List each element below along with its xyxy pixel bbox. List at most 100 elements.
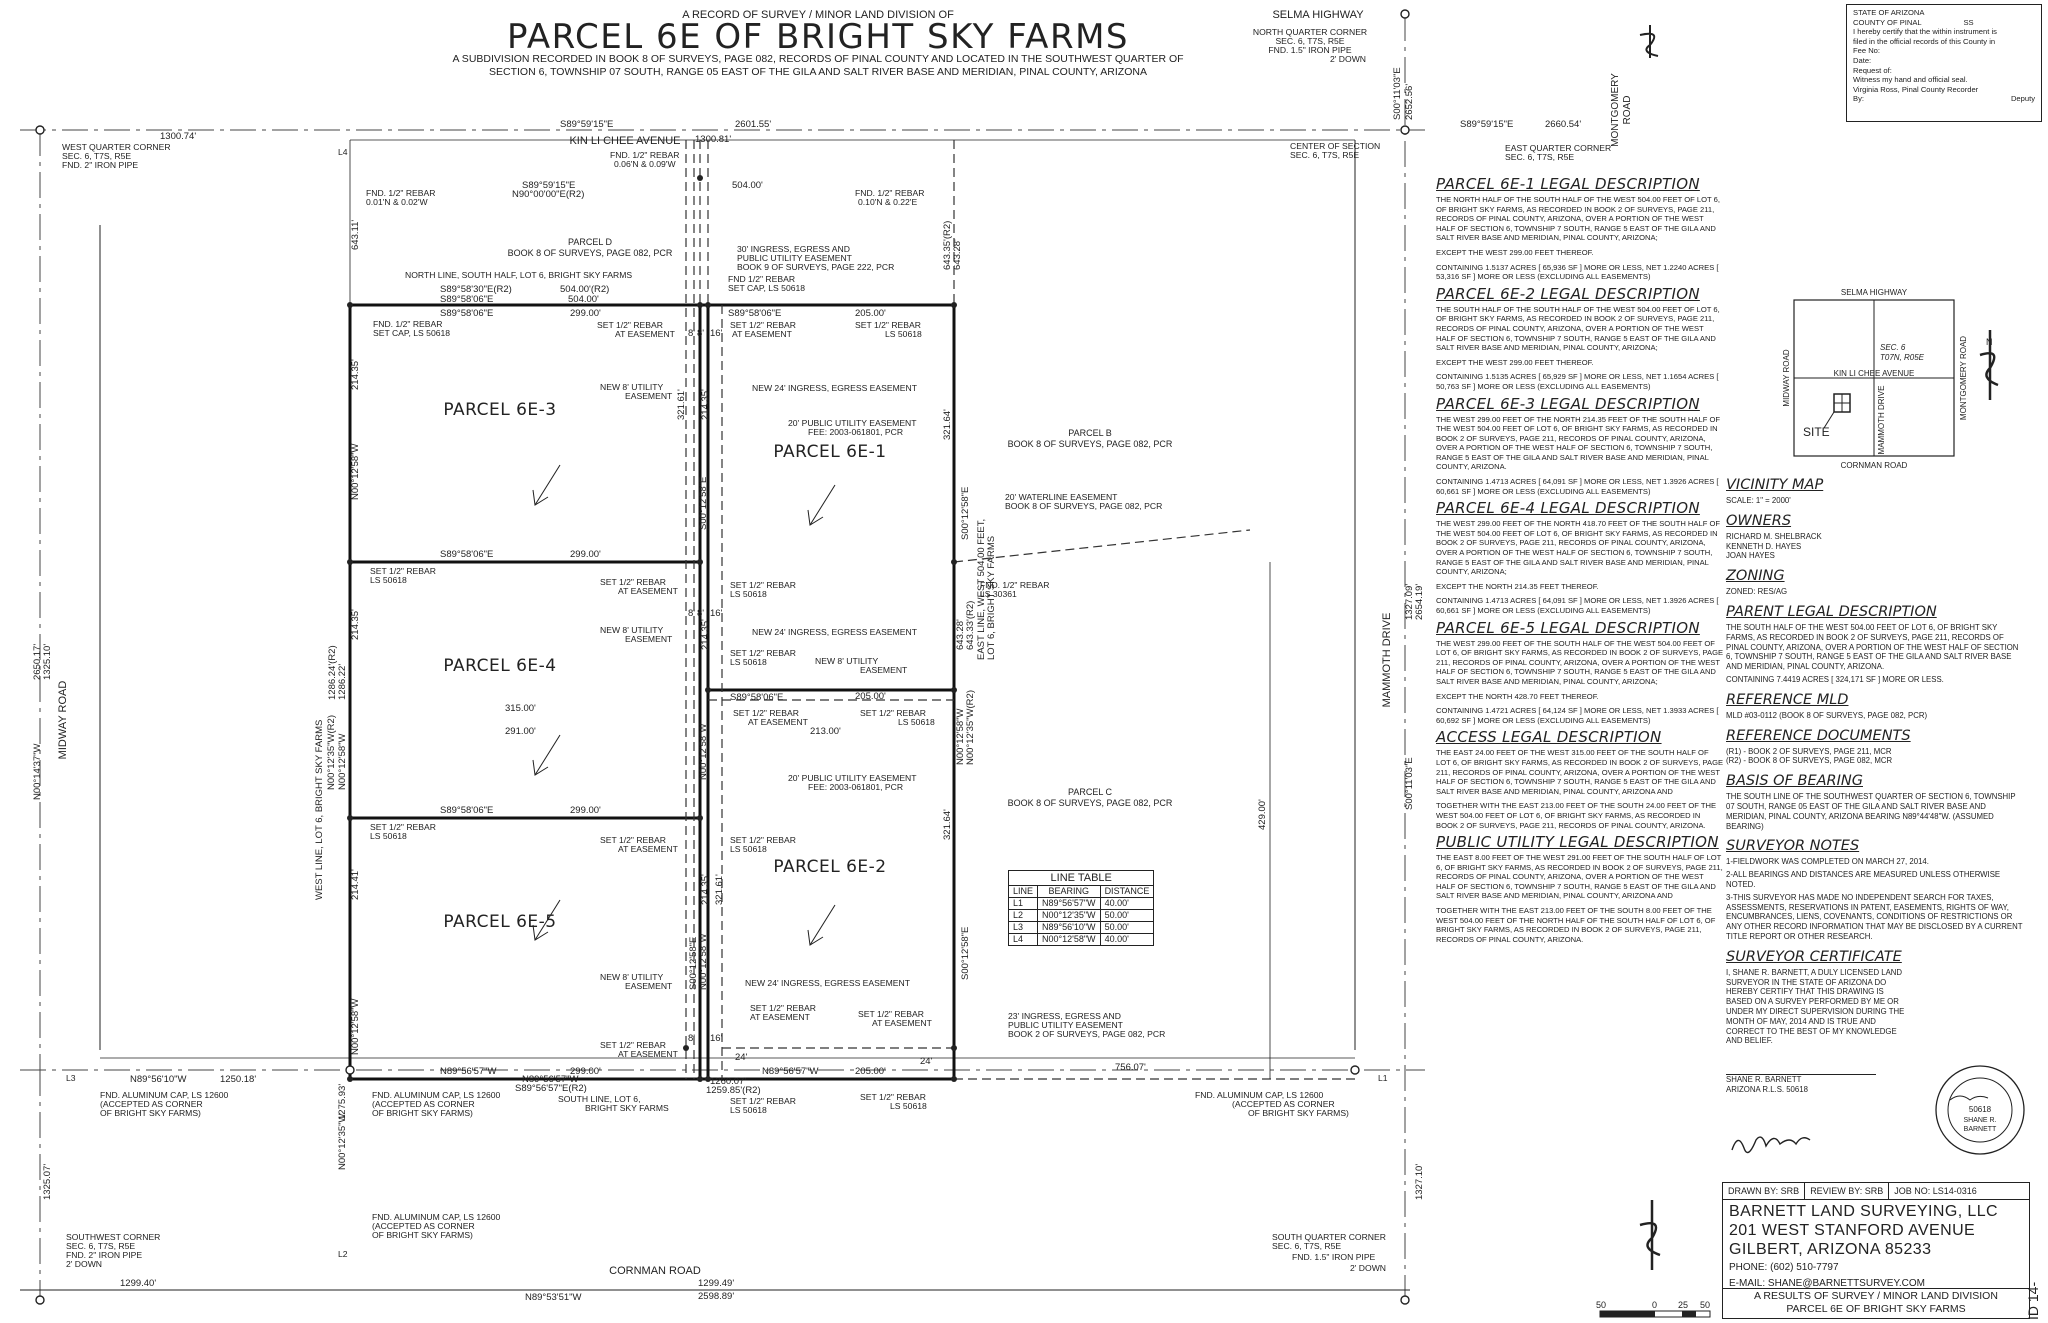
legal-paragraph: THE WEST 299.00 FEET OF THE NORTH 214.35… <box>1436 414 1720 472</box>
callout: SET 1/2" REBAR <box>733 708 799 718</box>
surveyor-note: 2-ALL BEARINGS AND DISTANCES ARE MEASURE… <box>1726 870 2001 889</box>
callout: L4 <box>338 147 348 157</box>
recorder-county: COUNTY OF PINAL <box>1853 17 1922 27</box>
dim: N00°12'58"W <box>955 708 966 765</box>
callout: SEC. 6, T7S, R5E <box>66 1241 135 1251</box>
reference-doc: (R1) - BOOK 2 OF SURVEYS, PAGE 211, MCR <box>1726 746 1892 756</box>
dim: S00°12'58"E <box>960 487 971 540</box>
dim: 1300.81' <box>695 134 731 145</box>
monuments <box>35 9 1410 1305</box>
dim: N89°56'10"W <box>130 1074 187 1085</box>
recorder-deputy: Deputy <box>2010 94 2035 104</box>
dim: 8' <box>688 328 695 339</box>
dim: 429.00' <box>1257 799 1268 830</box>
legal-heading: PUBLIC UTILITY LEGAL DESCRIPTION <box>1436 833 1719 852</box>
header-desc-2: SECTION 6, TOWNSHIP 07 SOUTH, RANGE 05 E… <box>489 66 1147 78</box>
dim: 1327.10' <box>1414 1164 1425 1200</box>
legal-paragraph: TOGETHER WITH THE EAST 213.00 FEET OF TH… <box>1436 906 1716 944</box>
dim: 643.11' <box>350 220 361 250</box>
dim: 1299.40' <box>120 1278 156 1289</box>
legal-paragraph: TOGETHER WITH THE EAST 213.00 FEET OF TH… <box>1436 801 1717 830</box>
surveyor-notes-heading: SURVEYOR NOTES <box>1726 838 1860 855</box>
dim: 1260.07' <box>710 1076 746 1087</box>
dim: 504.00' <box>568 294 599 305</box>
dim: N00°14'37"W <box>32 743 43 800</box>
callout: AT EASEMENT <box>618 586 679 596</box>
callout: SET 1/2" REBAR <box>597 320 663 330</box>
callout: EASEMENT <box>625 981 673 991</box>
dim: 1325.07' <box>42 1164 53 1200</box>
dim: 1300.74' <box>160 131 196 142</box>
callout: AT EASEMENT <box>732 329 793 339</box>
table-cell: N00°12'58"W <box>1037 933 1101 946</box>
dim: 291.00' <box>505 726 536 737</box>
reference-docs-heading: REFERENCE DOCUMENTS <box>1726 727 1911 744</box>
dim: 643.35'(R2) <box>942 221 953 270</box>
legal-paragraph: CONTAINING 1.4713 ACRES [ 64,091 SF ] MO… <box>1436 477 1719 496</box>
table-cell: L3 <box>1007 921 1039 934</box>
dim: 299.00' <box>570 549 601 560</box>
callout: BOOK 8 OF SURVEYS, PAGE 082, PCR <box>1005 501 1162 511</box>
recorder-box: STATE OF ARIZONA COUNTY OF PINAL SS I he… <box>1846 4 2042 122</box>
parent-legal-text: THE SOUTH HALF OF THE WEST 504.00 FEET O… <box>1726 622 2019 672</box>
callout: 2' DOWN <box>1330 54 1366 64</box>
callout: L3 <box>66 1073 76 1083</box>
vic-montgomery: MONTGOMERY ROAD <box>1959 336 1968 420</box>
surveyor-cert-heading: SURVEYOR CERTIFICATE <box>1726 948 1902 965</box>
callout: 23' INGRESS, EGRESS AND <box>1008 1011 1121 1021</box>
callout: LS 50618 <box>885 329 922 339</box>
callout: SEC. 6, T7S, R5E <box>1505 152 1574 162</box>
dim: S89°59'15"E <box>522 180 575 191</box>
callout: LS 50618 <box>730 1105 767 1115</box>
dim: 2654.19' <box>1414 584 1425 620</box>
scale-label: 25 <box>1678 1300 1688 1310</box>
dim: N00°12'58"W <box>350 998 361 1055</box>
callout: SOUTH QUARTER CORNER <box>1272 1232 1386 1242</box>
legal-heading: ACCESS LEGAL DESCRIPTION <box>1436 728 1662 747</box>
dim: N90°00'00"E(R2) <box>512 189 584 200</box>
legal-paragraph: CONTAINING 1.5137 ACRES [ 65,936 SF ] MO… <box>1436 262 1719 282</box>
callout: NORTH QUARTER CORNER <box>1253 27 1367 37</box>
scale-label: 50 <box>1596 1300 1606 1310</box>
parcel-c-label: PARCEL C <box>1068 787 1113 797</box>
callout: SET 1/2" REBAR <box>860 708 926 718</box>
callout: OF BRIGHT SKY FARMS) <box>372 1230 473 1240</box>
dim: 213.00' <box>810 726 841 737</box>
callout: LS 50618 <box>730 844 767 854</box>
callout: SEC. 6, T7S, R5E <box>1275 36 1344 46</box>
dim: S89°58'30"E(R2) <box>440 284 512 295</box>
owner-name: RICHARD M. SHELBRACK <box>1726 531 1822 541</box>
legal-heading: PARCEL 6E-5 LEGAL DESCRIPTION <box>1436 618 1700 637</box>
parcel-6e-3-label: PARCEL 6E-3 <box>443 400 556 420</box>
recorder-date: Date: <box>1853 55 1872 65</box>
callout: BOOK 9 OF SURVEYS, PAGE 222, PCR <box>737 262 894 272</box>
parcel-d-label: PARCEL D <box>568 237 613 247</box>
callout: FND. 2" IRON PIPE <box>66 1250 142 1260</box>
dim: N00°12'58"W <box>698 723 709 780</box>
dim: N89°56'57"W <box>440 1066 497 1077</box>
dim: 205.00' <box>855 1066 886 1077</box>
dim: S89°58'06"E <box>440 294 493 305</box>
callout: FND. 1/2" REBAR <box>373 319 442 329</box>
reference-doc: (R2) - BOOK 8 OF SURVEYS, PAGE 082, MCR <box>1726 756 1893 766</box>
dim: 315.00' <box>505 703 536 714</box>
callout: (ACCEPTED AS CORNER <box>372 1221 475 1231</box>
callout: NEW 24' INGRESS, EGRESS EASEMENT <box>752 627 918 637</box>
callout: LS 50618 <box>898 717 935 727</box>
callout: SET 1/2" REBAR <box>600 1040 666 1050</box>
dim: 1259.85'(R2) <box>706 1085 761 1096</box>
recorder-name: Virginia Ross, Pinal County Recorder <box>1853 84 1979 94</box>
dim: 2650.17' <box>32 644 43 680</box>
title-block: DRAWN BY: SRB REVIEW BY: SRB JOB NO: LS1… <box>1722 1182 2030 1319</box>
callout: SET 1/2" REBAR <box>370 822 436 832</box>
dim: 2652.56' <box>1404 84 1415 120</box>
callout: 2' DOWN <box>1350 1263 1386 1273</box>
dim: 8' <box>697 328 704 339</box>
callout: FND. 1.5" IRON PIPE <box>1292 1252 1376 1262</box>
road-selma: SELMA HIGHWAY <box>1272 9 1364 21</box>
zoning-heading: ZONING <box>1726 568 1785 585</box>
dim: S89°59'15"E <box>560 119 613 130</box>
